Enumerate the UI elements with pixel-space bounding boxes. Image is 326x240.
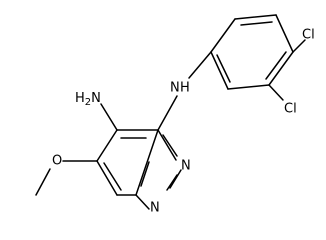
double-bond-inner <box>265 51 287 80</box>
double-bond-inner <box>240 21 273 26</box>
bond <box>268 51 294 86</box>
bond-c-cl-right <box>268 84 284 101</box>
bond <box>135 129 159 196</box>
bond <box>135 194 150 210</box>
amine-label: H2N <box>75 91 101 109</box>
chlorine-right-label: Cl <box>284 102 297 117</box>
bond <box>210 51 229 90</box>
ring-nitrogen-bottom-label: N <box>150 201 160 216</box>
double-bond-inner <box>140 161 150 187</box>
bond-o-methyl <box>35 168 51 196</box>
bond <box>227 84 270 90</box>
dichlorophenyl-ring <box>210 14 294 90</box>
bond <box>96 129 118 162</box>
bond <box>234 14 277 20</box>
pyrimidine-ring <box>135 129 182 210</box>
bond <box>210 18 236 53</box>
bond <box>157 129 177 161</box>
chlorine-top-label: Cl <box>302 28 315 43</box>
methoxy-oxygen-label: O <box>52 154 62 169</box>
bond <box>169 169 182 189</box>
bond-ring-to-nh <box>188 51 212 79</box>
bond-c6-nh2 <box>100 103 118 131</box>
double-bond-inner <box>166 174 178 191</box>
double-bond-inner <box>162 134 178 157</box>
nh-nitrogen-label: N <box>170 81 180 96</box>
benzene-ring <box>96 129 159 196</box>
bond-nh-to-c4 <box>157 95 178 131</box>
double-bond-inner <box>103 162 122 191</box>
ring-nitrogen-top-label: N <box>181 159 191 174</box>
double-bond-inner <box>216 54 231 83</box>
bond <box>96 160 118 196</box>
bond-c-cl-top <box>292 39 306 53</box>
nh-hydrogen-label: H <box>180 81 190 96</box>
bond <box>275 14 294 53</box>
structure-diagram: Cl Cl N H N N H2N O <box>35 14 315 216</box>
